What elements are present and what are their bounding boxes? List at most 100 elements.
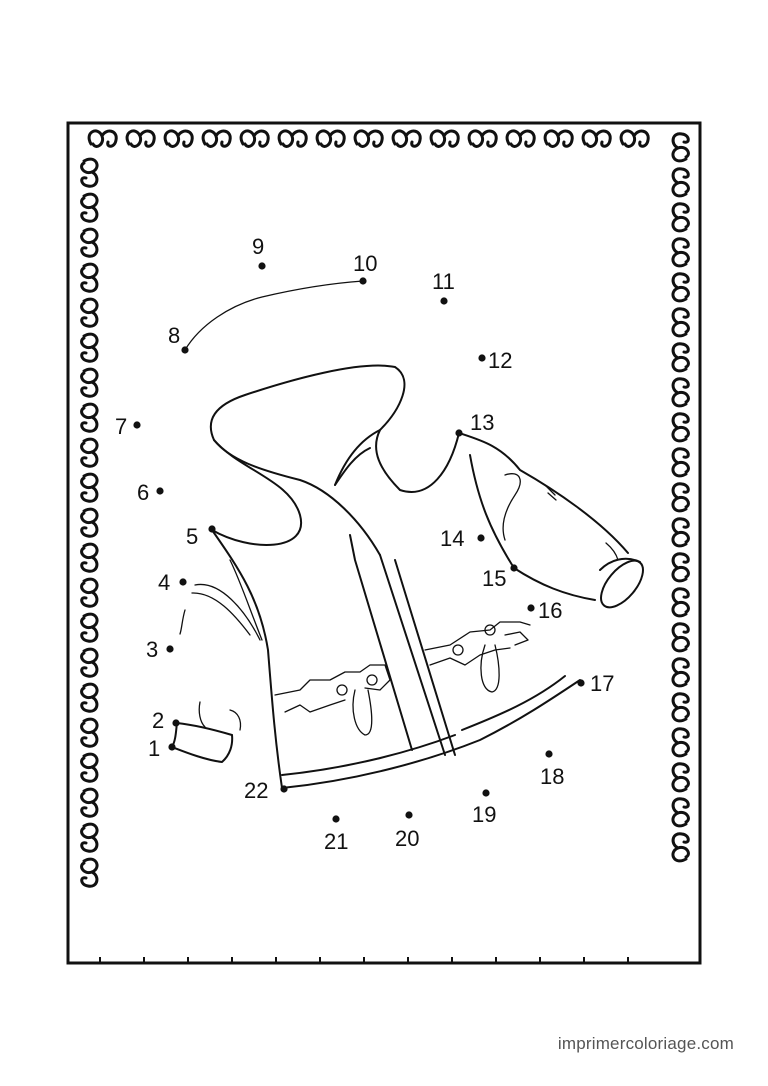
- border-curl: [80, 227, 99, 258]
- border-curl: [671, 272, 690, 303]
- dot-9: [258, 262, 266, 270]
- dot-14: [477, 534, 485, 542]
- dot-label-14: 14: [440, 526, 464, 551]
- dot-19: [482, 789, 490, 797]
- border-curl: [80, 192, 99, 223]
- border-curl: [671, 622, 690, 653]
- border-curl: [671, 727, 690, 758]
- dot-8: [181, 346, 189, 354]
- border-curl: [671, 482, 690, 513]
- border-curl: [353, 129, 384, 148]
- border-curl: [671, 657, 690, 688]
- border-curl: [80, 297, 99, 328]
- dot-label-18: 18: [540, 764, 564, 789]
- border-curl: [671, 587, 690, 618]
- border-curl: [277, 129, 308, 148]
- dot-7: [133, 421, 141, 429]
- border-curl: [80, 787, 99, 818]
- dot-3: [166, 645, 174, 653]
- border-curl: [80, 507, 99, 538]
- border-curl: [163, 129, 194, 148]
- border-curl: [80, 367, 99, 398]
- dot-label-1: 1: [148, 736, 160, 761]
- border-curl: [80, 332, 99, 363]
- dot-5: [208, 525, 216, 533]
- border-curl: [671, 412, 690, 443]
- dot-label-6: 6: [137, 480, 149, 505]
- border-curl: [671, 132, 690, 163]
- page-frame: [66, 121, 702, 965]
- border-curl: [671, 517, 690, 548]
- border-curl: [619, 129, 650, 148]
- border-curl: [80, 822, 99, 853]
- dot-18: [545, 750, 553, 758]
- dot-label-22: 22: [244, 778, 268, 803]
- dot-label-9: 9: [252, 234, 264, 259]
- dot-label-11: 11: [432, 269, 455, 294]
- border-curl: [80, 157, 99, 188]
- dot-label-20: 20: [395, 826, 419, 851]
- dot-label-10: 10: [353, 251, 377, 276]
- border-curl: [671, 377, 690, 408]
- border-curl: [671, 237, 690, 268]
- dot-label-16: 16: [538, 598, 562, 623]
- border-curl: [671, 692, 690, 723]
- border-curl: [671, 832, 690, 863]
- frame-bottom-ticks: [99, 957, 629, 962]
- border-curl: [671, 202, 690, 233]
- dot-20: [405, 811, 413, 819]
- border-curl: [201, 129, 232, 148]
- dot-label-13: 13: [470, 410, 494, 435]
- border-curl: [125, 129, 156, 148]
- border-curl: [80, 402, 99, 433]
- dot-15: [510, 564, 518, 572]
- border-curl: [80, 612, 99, 643]
- border-curl: [80, 577, 99, 608]
- dot-16: [527, 604, 535, 612]
- dot-12: [478, 354, 486, 362]
- dot-label-21: 21: [324, 829, 348, 854]
- site-watermark: imprimercoloriage.com: [557, 1034, 734, 1053]
- dot-label-3: 3: [146, 637, 158, 662]
- border-curl: [80, 542, 99, 573]
- dot-4: [179, 578, 187, 586]
- border-curl: [505, 129, 536, 148]
- border-curl: [87, 129, 118, 148]
- dot-21: [332, 815, 340, 823]
- dot-13: [455, 429, 463, 437]
- border-curl: [80, 437, 99, 468]
- dot-label-8: 8: [168, 323, 180, 348]
- border-curl: [80, 857, 99, 888]
- border-curl: [80, 262, 99, 293]
- dot-label-19: 19: [472, 802, 496, 827]
- border-curl: [80, 682, 99, 713]
- dot-6: [156, 487, 164, 495]
- dot-22: [280, 785, 288, 793]
- dot-11: [440, 297, 448, 305]
- border-curl: [671, 552, 690, 583]
- dot-label-12: 12: [488, 348, 512, 373]
- border-curl: [80, 752, 99, 783]
- border-curl: [429, 129, 460, 148]
- border-curl: [391, 129, 422, 148]
- border-curl: [467, 129, 498, 148]
- border-curl: [671, 762, 690, 793]
- border-curl: [671, 307, 690, 338]
- dot-label-4: 4: [158, 570, 170, 595]
- border-curl: [671, 167, 690, 198]
- decorative-curl-border: [80, 129, 690, 888]
- border-curl: [80, 647, 99, 678]
- border-curl: [80, 472, 99, 503]
- border-curl: [581, 129, 612, 148]
- dot-17: [577, 679, 585, 687]
- dot-label-7: 7: [115, 414, 127, 439]
- dot-label-15: 15: [482, 566, 506, 591]
- dot-label-2: 2: [152, 708, 164, 733]
- border-curl: [543, 129, 574, 148]
- dot-2: [172, 719, 180, 727]
- border-curl: [671, 342, 690, 373]
- jacket-drawing: [171, 280, 644, 789]
- border-curl: [671, 797, 690, 828]
